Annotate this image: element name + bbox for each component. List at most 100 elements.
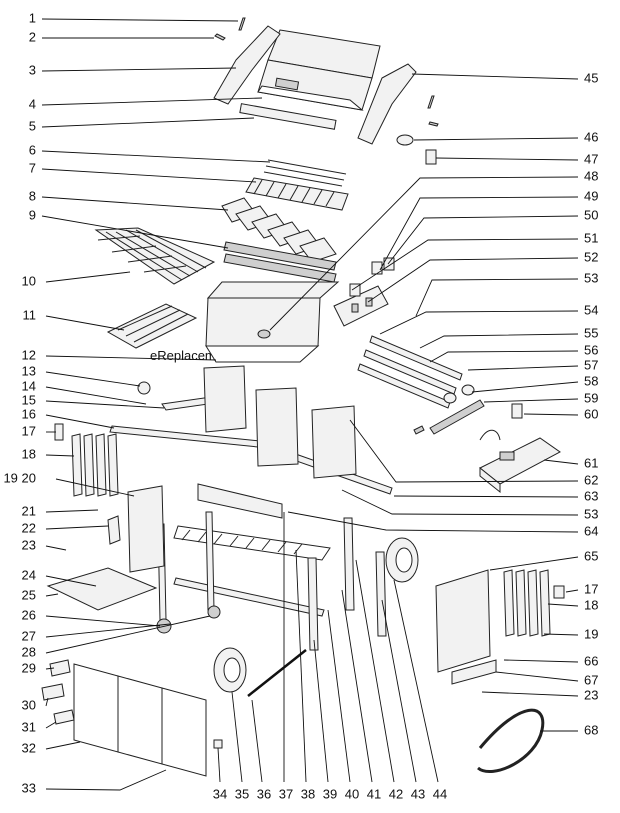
callout-label: 23 [22,537,36,552]
callout-label: 56 [584,342,598,357]
callout-label: 60 [584,406,598,421]
side-table-left-slats [71,433,119,497]
callout-label: 38 [301,786,315,801]
small-knob-34 [213,739,223,749]
callout-label: 65 [584,548,598,563]
hook-right [553,585,565,599]
callout-label: 9 [29,207,36,222]
callout-label: 49 [584,188,598,203]
callout-label: 27 [22,628,36,643]
callout-label: 64 [584,523,598,538]
control-panel [333,285,389,327]
callout-label: 46 [584,129,598,144]
door-handle-30 [41,683,65,701]
callout-label: 50 [584,207,598,222]
wheel-right [385,537,419,583]
right-lid-end-cap [357,63,417,145]
door-handle-29 [49,659,71,677]
callout-label: 55 [584,325,598,340]
screw-pair-right [427,95,439,127]
callout-label: 39 [323,786,337,801]
thermometer-bezel [425,149,437,165]
callout-label: 21 [22,503,36,518]
callout-label: 19 [584,626,598,641]
callout-label: 53 [584,506,598,521]
callout-label: 18 [584,597,598,612]
cooking-grate-upper [245,177,349,211]
side-table-right-slats [503,569,551,637]
callout-label: 29 [22,660,36,675]
callout-label: 62 [584,472,598,487]
wheel-left [213,647,247,693]
door-handle-31 [53,709,75,725]
knob-13 [137,381,151,395]
callout-label: 54 [584,302,598,317]
callout-label: 68 [584,722,598,737]
callout-label: 1 [29,10,36,25]
callout-label: 16 [22,406,36,421]
callout-label: 19 20 [3,470,36,485]
cooking-grate-left [94,227,216,285]
callout-label: 52 [584,249,598,264]
callout-label: 15 [22,392,36,407]
callout-label: 31 [22,719,36,734]
thermometer [396,134,414,146]
callout-label: 32 [22,740,36,755]
callout-label: 67 [584,672,598,687]
callout-label: 48 [584,168,598,183]
callout-label: 34 [213,786,227,801]
callout-label: 2 [29,29,36,44]
callout-label: 25 [22,587,36,602]
callout-label: 35 [235,786,249,801]
callout-label: 36 [257,786,271,801]
right-frame-leg [375,551,387,637]
callout-label: 4 [29,96,36,111]
callout-label: 42 [389,786,403,801]
callout-label: 44 [433,786,447,801]
left-lid-end-cap [213,25,281,105]
callout-label: 33 [22,780,36,795]
callout-label: 17 [584,581,598,596]
igniter [413,425,425,435]
callout-label: 11 [23,307,37,322]
callout-label: 66 [584,653,598,668]
callout-label: 61 [584,455,598,470]
cooking-grate-lower [106,303,198,349]
callout-label: 6 [29,142,36,157]
flavorizer-bars [221,197,337,263]
callout-label: 12 [22,347,36,362]
callout-label: 24 [22,567,36,582]
callout-label: 37 [279,786,293,801]
bottom-tray [46,567,158,611]
axle [247,649,307,697]
callout-label: 7 [29,160,36,175]
left-bracket [107,515,121,545]
callout-label: 5 [29,118,36,133]
hose-clip [511,403,523,419]
screw-2 [214,33,226,41]
lid-assembly [257,29,381,111]
callout-label: 58 [584,373,598,388]
callout-label: 28 [22,644,36,659]
callout-label: 3 [29,62,36,77]
leader-lines [41,18,579,791]
callout-label: 26 [22,607,36,622]
side-panels-upper [203,365,357,479]
callout-label: 23 [584,687,598,702]
callout-label: 45 [584,70,598,85]
callout-label: 57 [584,357,598,372]
manifold [429,384,485,435]
callout-label: 59 [584,390,598,405]
callout-label: 10 [22,273,36,288]
lid-handle [239,103,337,130]
callout-labels-right: 4546474849505152535455565758596061626353… [584,70,598,737]
side-table-right-panel [435,569,491,673]
callout-label: 30 [22,697,36,712]
callout-label: 53 [584,270,598,285]
callout-label: 41 [367,786,381,801]
callout-label: 18 [22,446,36,461]
cart-doors [73,663,207,777]
